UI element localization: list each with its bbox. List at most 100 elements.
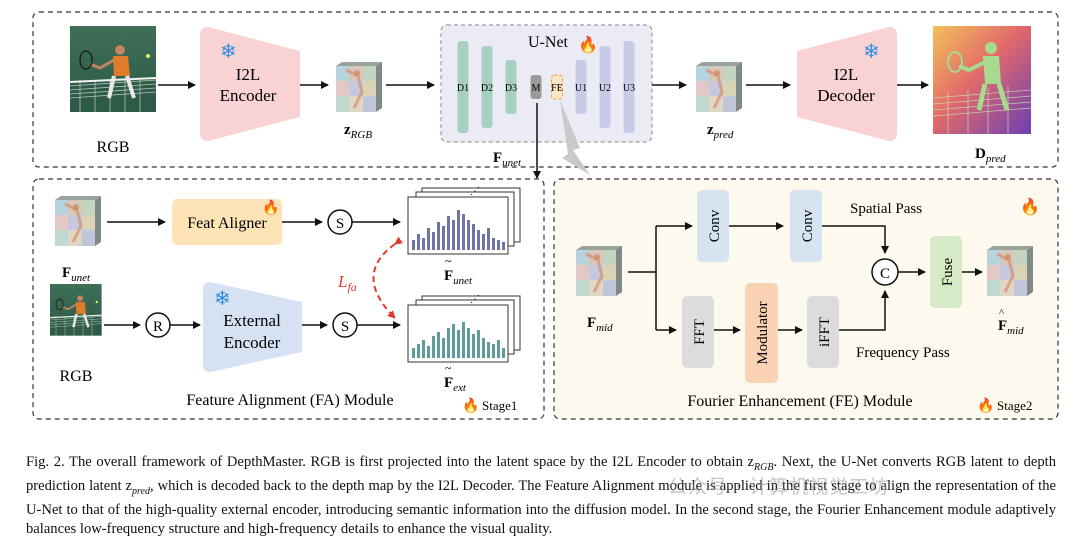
svg-text:⋰: ⋰ — [470, 186, 480, 197]
histogram-bar — [492, 238, 495, 250]
histogram-bar — [452, 220, 455, 250]
histogram-bar — [502, 348, 505, 358]
z-pred-label: zpred — [707, 122, 734, 141]
z-pred-latent — [694, 60, 744, 114]
unet-layer-label: U3 — [623, 83, 635, 94]
fa-module-title: Feature Alignment (FA) Module — [186, 392, 393, 409]
histogram-bar — [482, 338, 485, 358]
fa-stage-label: Stage1 — [482, 398, 517, 413]
histogram-bar — [442, 338, 445, 358]
caption-line1: Fig. 2. The overall framework of DepthMa… — [26, 454, 754, 470]
z-rgb-latent — [334, 60, 384, 114]
histogram-bar — [452, 324, 455, 358]
f-hat-mid-latent — [985, 244, 1035, 298]
svg-text:⋰: ⋰ — [470, 294, 480, 305]
loss-arrow — [372, 236, 404, 319]
conv-label-2: Conv — [800, 209, 816, 242]
watermark: 公众号 · 计算机视觉工坊 — [668, 476, 890, 498]
fuse-label: Fuse — [940, 257, 956, 286]
fa-rgb-image — [48, 282, 103, 337]
figure-caption: Fig. 2. The overall framework of DepthMa… — [26, 453, 1056, 539]
hist-unet-stack: ⋰ — [407, 186, 521, 255]
unet-bar-u2 — [599, 46, 611, 128]
histogram-bar — [472, 224, 475, 250]
histogram-bar — [502, 242, 505, 250]
hist-unet-bars — [412, 210, 505, 250]
unet-layer-label: D3 — [505, 83, 517, 94]
unet-layer-label: D2 — [481, 83, 493, 94]
f-mid-label: Fmid — [587, 315, 613, 334]
histogram-bar — [462, 214, 465, 250]
s-symbol-top: S — [336, 216, 344, 232]
histogram-bar — [492, 344, 495, 358]
unet-layer-label: D1 — [457, 83, 469, 94]
tilde-mark: ~ — [445, 361, 452, 375]
histogram-bar — [472, 334, 475, 358]
histogram-bar — [447, 328, 450, 358]
histogram-bar — [422, 238, 425, 250]
decoder-label-line1: I2L — [834, 65, 859, 84]
histogram-bar — [477, 330, 480, 358]
caption-sub1: RGB — [753, 461, 774, 473]
snowflake-icon: ❄ — [214, 288, 231, 310]
histogram-bar — [422, 340, 425, 358]
snowflake-icon: ❄ — [863, 41, 880, 63]
unet-layer-label: FE — [551, 83, 563, 94]
external-label-line2: Encoder — [224, 333, 281, 352]
top-panel — [32, 11, 1059, 168]
fire-icon: 🔥 — [1020, 197, 1040, 216]
conv-label-1: Conv — [707, 209, 723, 242]
spatial-pass-label: Spatial Pass — [850, 201, 922, 217]
unet-layer-label: U1 — [575, 83, 587, 94]
histogram-bar — [427, 346, 430, 358]
external-label-line1: External — [223, 311, 281, 330]
histogram-bar — [487, 342, 490, 358]
loss-label: Lfa — [337, 272, 357, 294]
fe-module-title: Fourier Enhancement (FE) Module — [687, 393, 912, 410]
f-tilde-ext-label: Fext — [444, 375, 467, 394]
unet-bar-m — [530, 75, 542, 99]
modulator-block — [745, 283, 778, 383]
histogram-bar — [457, 330, 460, 358]
split-line — [628, 226, 657, 330]
histogram-bar — [417, 344, 420, 358]
f-mid-latent — [574, 244, 624, 298]
snowflake-icon: ❄ — [220, 41, 237, 63]
unet-bar-d3 — [505, 60, 517, 114]
unet-bar-d2 — [481, 46, 493, 128]
histogram-bar — [482, 234, 485, 250]
ifft-label: iFFT — [817, 317, 833, 347]
histogram-bar — [437, 222, 440, 250]
fa-f-unet-latent — [53, 194, 103, 248]
f-tilde-unet-label: Funet — [444, 268, 473, 287]
arrow-conv2-c — [822, 225, 889, 254]
histogram-bar — [497, 240, 500, 250]
caption-sub2: pred — [131, 485, 150, 497]
frequency-pass-label: Frequency Pass — [856, 345, 950, 361]
conv-block-2 — [790, 190, 822, 262]
c-symbol: C — [880, 266, 890, 282]
fa-module-panel — [32, 178, 545, 420]
arrow-ifft-c — [839, 290, 889, 331]
histogram-bar — [417, 234, 420, 250]
histogram-bar — [412, 240, 415, 250]
feat-aligner-block — [172, 199, 282, 245]
external-encoder-block — [203, 282, 302, 372]
histogram-bar — [467, 328, 470, 358]
ifft-block — [807, 296, 839, 368]
hist-ext-stack: ⋰ — [407, 294, 521, 363]
histogram-bar — [497, 340, 500, 358]
caption-line1-end: . Next, the U-Net converts — [773, 454, 932, 470]
histogram-bar — [457, 210, 460, 250]
fire-icon: 🔥 — [578, 35, 598, 54]
encoder-label-line2: Encoder — [220, 86, 277, 105]
i2l-encoder-block — [200, 27, 300, 141]
fire-icon: 🔥 — [462, 397, 479, 414]
f-unet-top-label: Funet — [493, 150, 522, 169]
unet-bar-u3 — [623, 41, 635, 133]
d-pred-label: Dpred — [975, 146, 1006, 165]
unet-bar-u1 — [575, 60, 587, 114]
histogram-bar — [462, 322, 465, 358]
fe-zoom-arrow — [560, 100, 590, 175]
